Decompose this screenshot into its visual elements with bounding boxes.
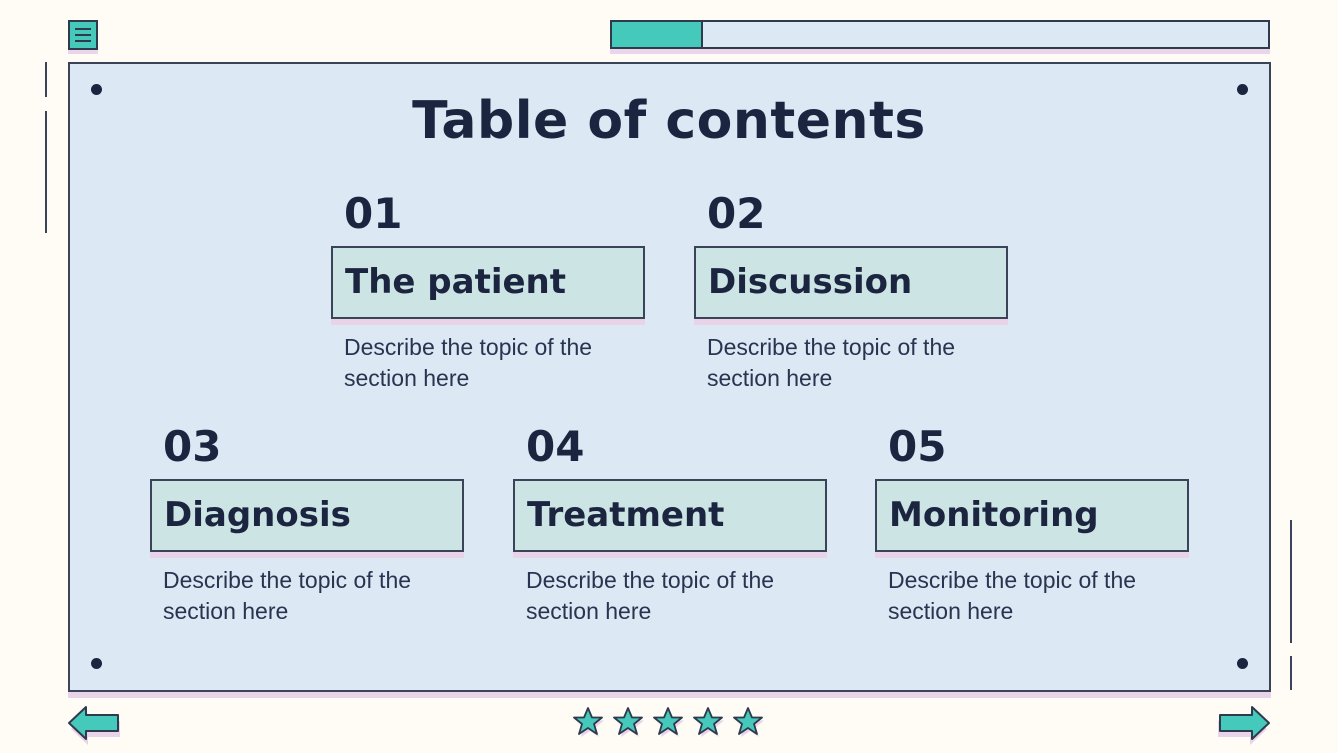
section-description: Describe the topic of the section here xyxy=(344,334,593,391)
decorative-line xyxy=(45,111,47,233)
progress-fill xyxy=(612,22,703,47)
progress-bar xyxy=(610,20,1270,49)
star-icon xyxy=(653,707,684,737)
section-description: Describe the topic of the section here xyxy=(888,567,1137,624)
section-heading: Monitoring xyxy=(889,495,1099,535)
section-number: 05 xyxy=(888,422,947,471)
section-number: 01 xyxy=(344,189,403,238)
star-icon xyxy=(733,707,764,737)
star-rating xyxy=(570,704,770,742)
page-title: Table of contents xyxy=(412,91,926,151)
corner-dot xyxy=(1237,84,1248,95)
section-description: Describe the topic of the section here xyxy=(707,334,956,391)
section-number: 02 xyxy=(707,189,766,238)
section-heading: The patient xyxy=(345,262,566,302)
menu-button[interactable] xyxy=(68,20,98,50)
corner-dot xyxy=(1237,658,1248,669)
section-heading-box[interactable]: Treatment xyxy=(513,479,827,552)
corner-dot xyxy=(91,84,102,95)
section-heading-box[interactable]: Diagnosis xyxy=(150,479,464,552)
toc-item-03: 03 Diagnosis Describe the topic of the s… xyxy=(150,422,466,624)
star-icon xyxy=(693,707,724,737)
section-heading-box[interactable]: Monitoring xyxy=(875,479,1189,552)
toc-item-02: 02 Discussion Describe the topic of the … xyxy=(694,189,1010,391)
section-heading: Treatment xyxy=(527,495,725,535)
section-heading: Diagnosis xyxy=(164,495,351,535)
section-heading: Discussion xyxy=(708,262,913,302)
toc-item-01: 01 The patient Describe the topic of the… xyxy=(331,189,647,391)
section-number: 04 xyxy=(526,422,585,471)
decorative-line xyxy=(1290,656,1292,690)
section-description: Describe the topic of the section here xyxy=(526,567,775,624)
section-heading-box[interactable]: The patient xyxy=(331,246,645,319)
decorative-line xyxy=(1290,520,1292,643)
toc-item-04: 04 Treatment Describe the topic of the s… xyxy=(513,422,829,624)
star-icon xyxy=(613,707,644,737)
star-icon xyxy=(573,707,604,737)
decorative-line xyxy=(45,62,47,97)
previous-slide-button[interactable] xyxy=(66,704,124,746)
arrow-right-icon xyxy=(1218,706,1270,745)
section-number: 03 xyxy=(163,422,222,471)
toc-item-05: 05 Monitoring Describe the topic of the … xyxy=(875,422,1191,624)
next-slide-button[interactable] xyxy=(1214,704,1272,746)
arrow-left-icon xyxy=(68,706,120,745)
slide-panel xyxy=(68,62,1271,692)
section-description: Describe the topic of the section here xyxy=(163,567,412,624)
corner-dot xyxy=(91,658,102,669)
section-heading-box[interactable]: Discussion xyxy=(694,246,1008,319)
